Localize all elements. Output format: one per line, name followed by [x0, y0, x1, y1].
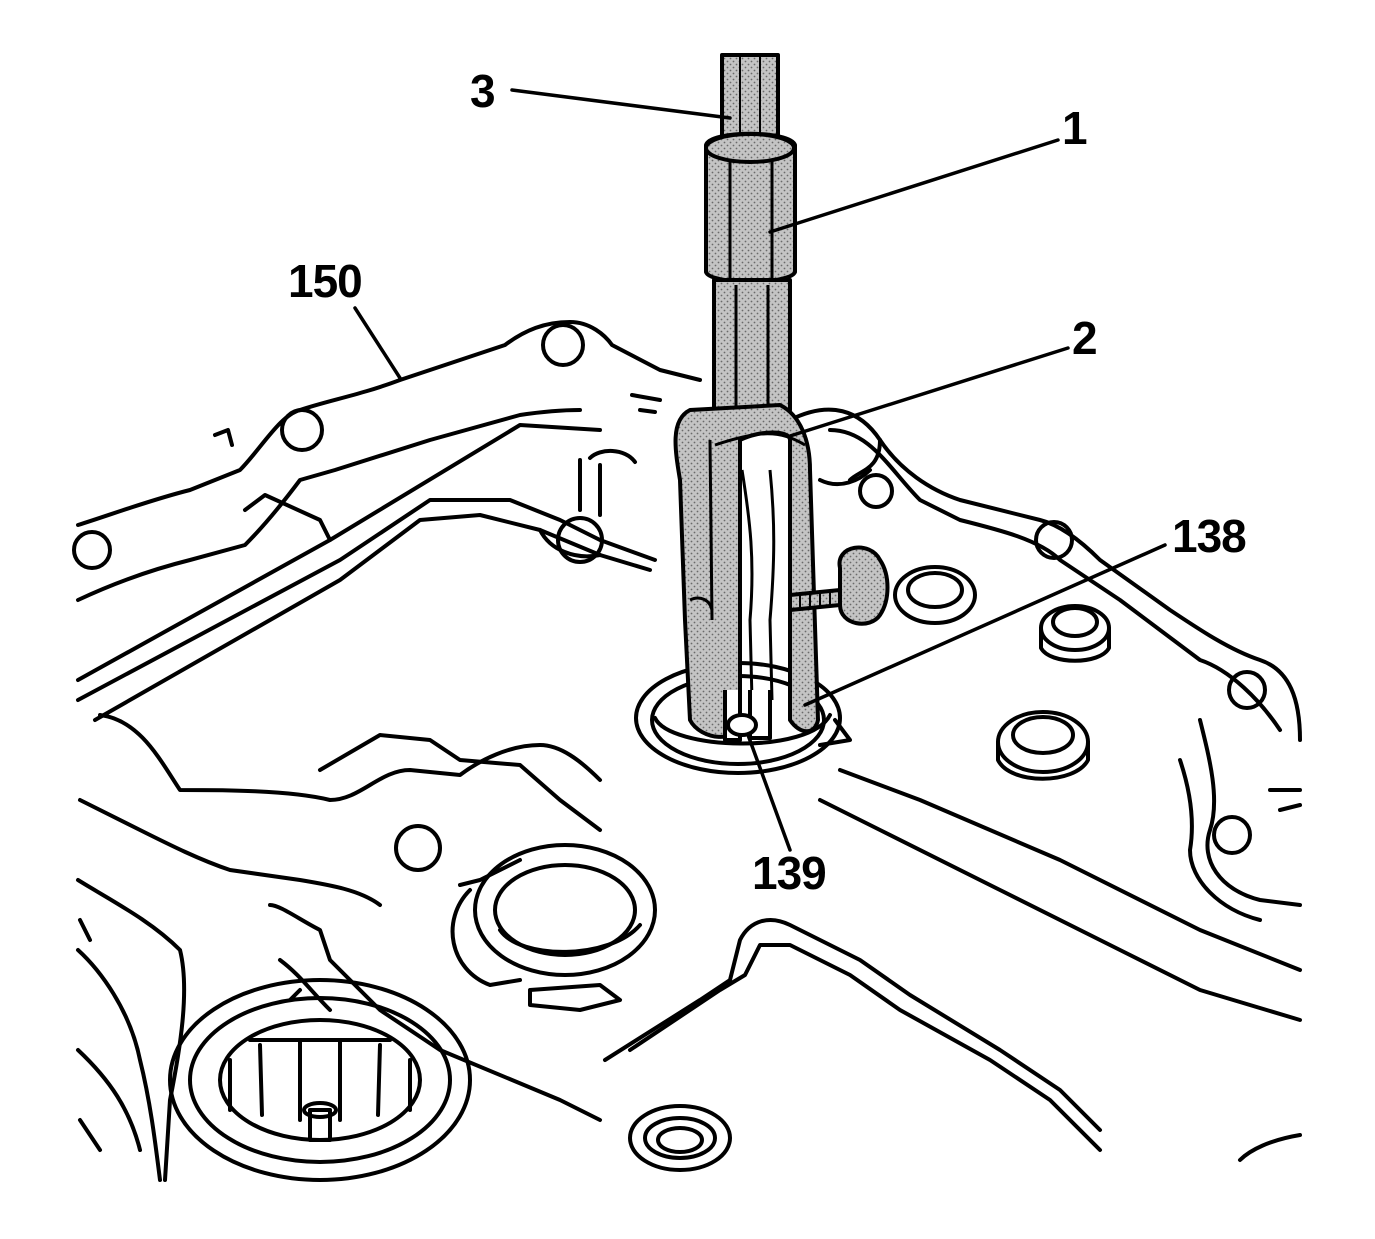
gasket-bolt-hole	[541, 323, 585, 367]
leader-138	[803, 543, 1167, 707]
right-gasket	[788, 407, 1302, 922]
case-bolt-hole	[394, 824, 442, 872]
leader-lines	[353, 88, 1167, 852]
tool-shaft	[712, 278, 792, 412]
seal-remover-fork	[673, 403, 820, 739]
callout-1: 1	[1062, 102, 1088, 154]
gasket-bolt-hole	[280, 408, 324, 452]
callout-150: 150	[288, 255, 363, 307]
ring-seal	[628, 1104, 732, 1172]
seal-remover-tool	[673, 53, 890, 742]
callout-2: 2	[1072, 312, 1098, 364]
leader-2	[788, 346, 1070, 438]
leader-3	[510, 88, 732, 120]
gasket-inner-edge	[76, 423, 602, 682]
slide-hammer-rod	[720, 53, 780, 147]
shaft-seal-outer	[168, 978, 472, 1182]
case-bore	[473, 843, 657, 977]
leader-150	[353, 306, 402, 380]
leader-139	[746, 733, 792, 852]
callout-138: 138	[1172, 510, 1247, 562]
gasket-bolt-hole	[72, 530, 112, 570]
callout-139: 139	[752, 847, 827, 899]
thumb-screw	[788, 588, 842, 612]
callout-3: 3	[470, 65, 496, 117]
gasket-150	[72, 320, 702, 602]
leader-1	[768, 138, 1060, 234]
